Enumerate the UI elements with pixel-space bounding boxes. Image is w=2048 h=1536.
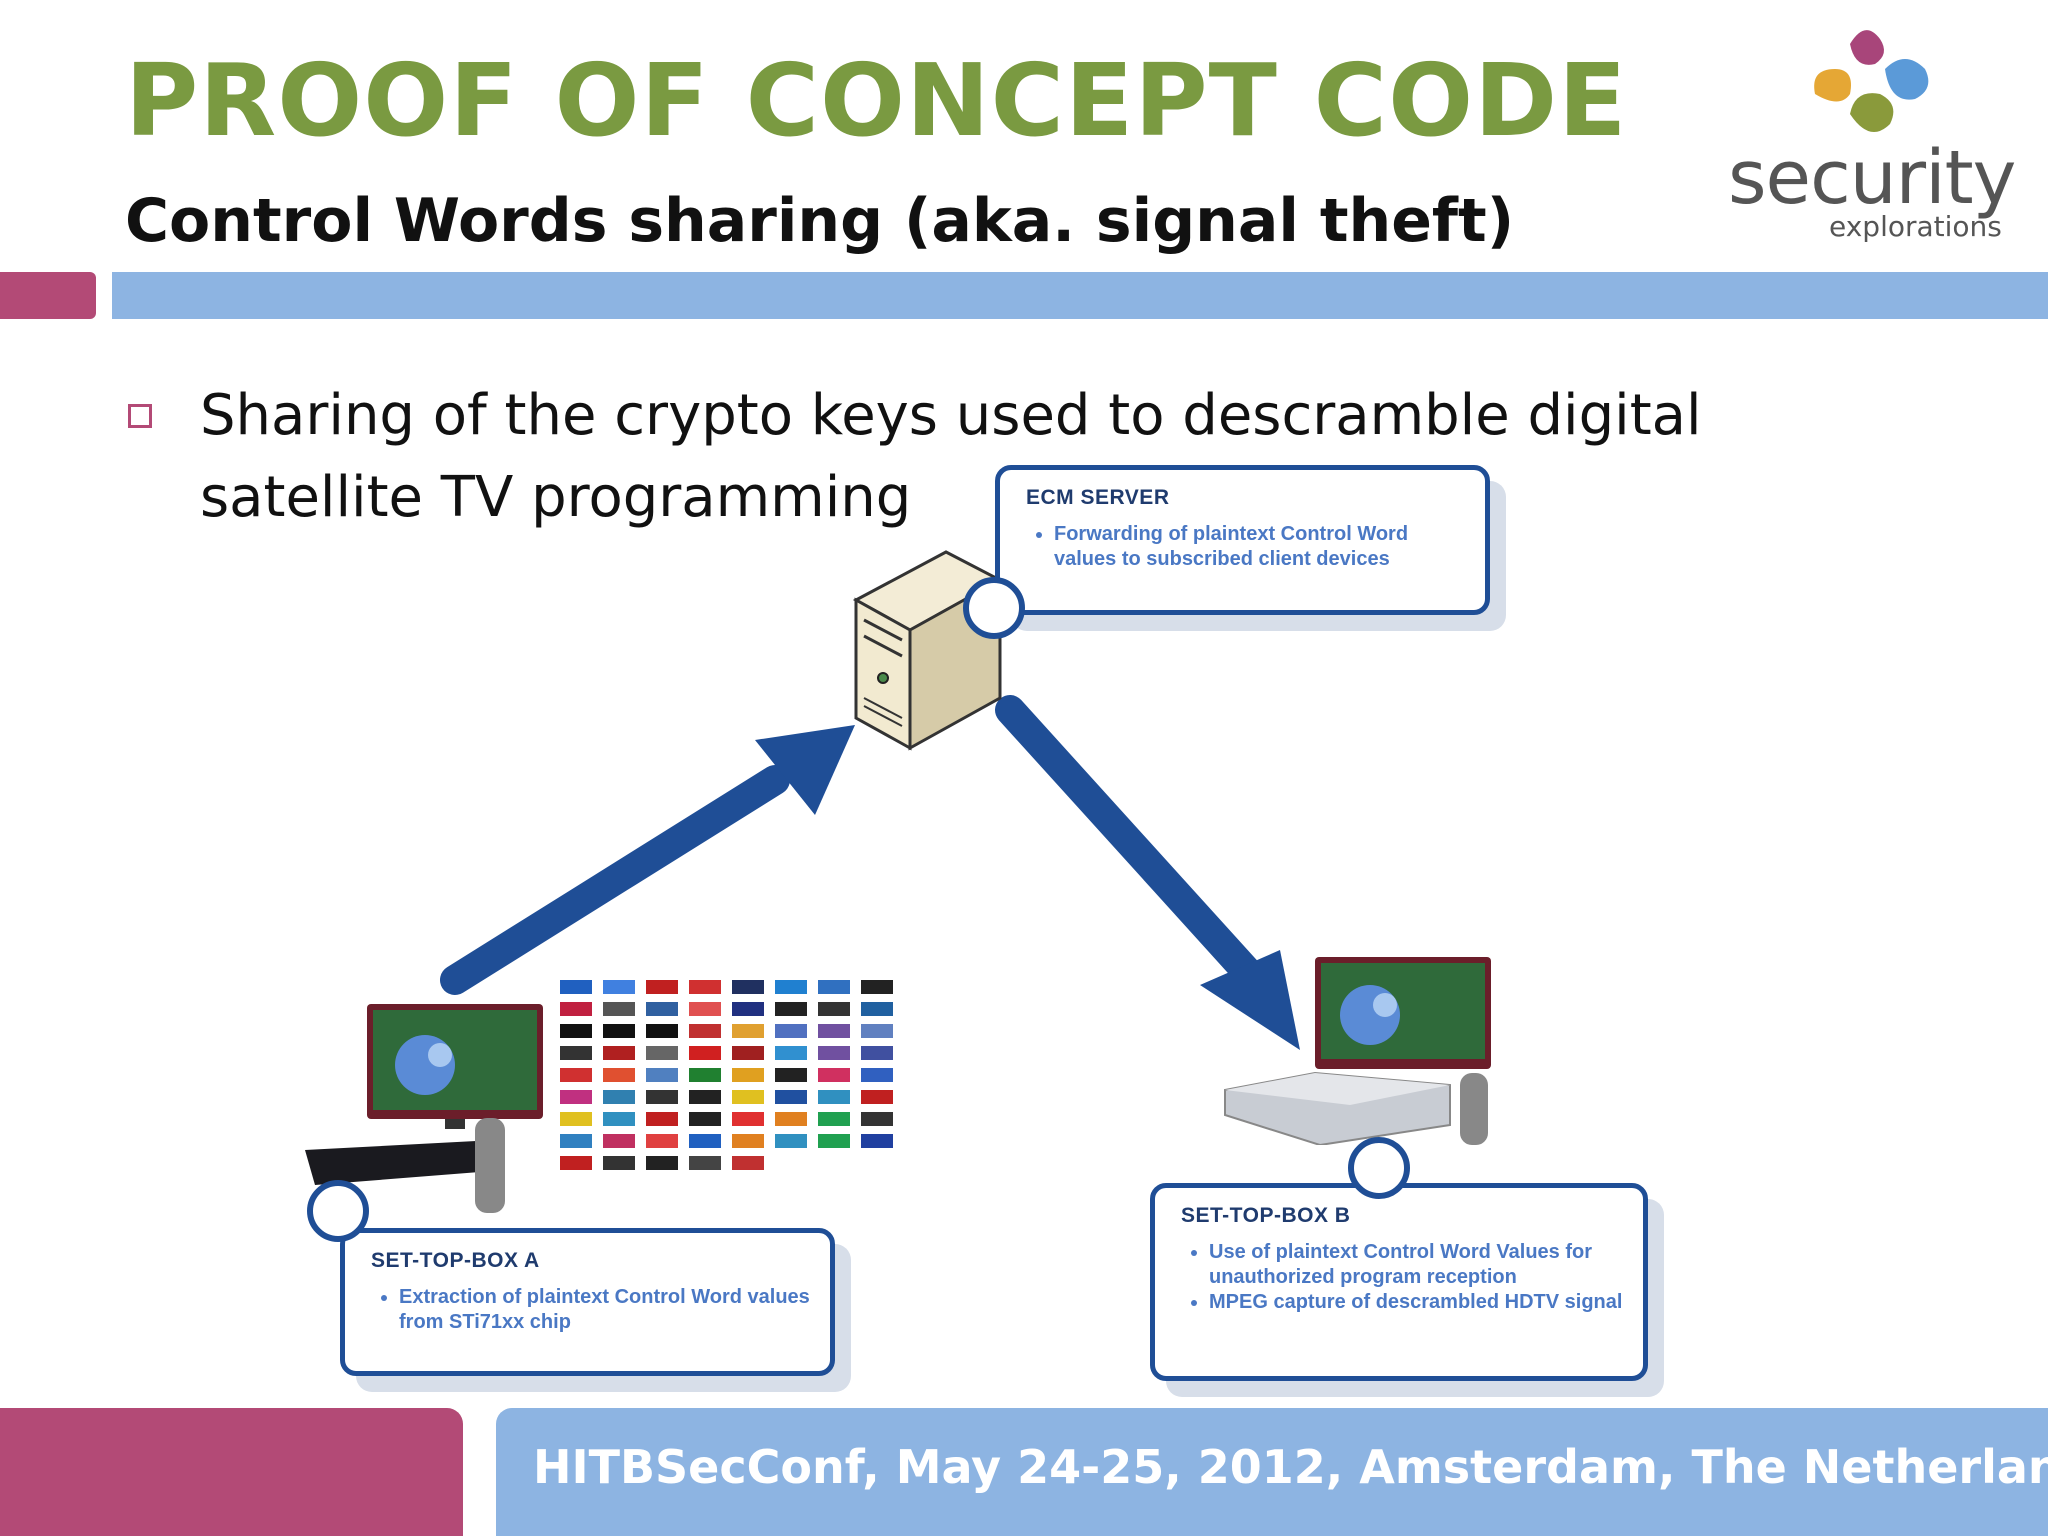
- bullet-text: Sharing of the crypto keys used to descr…: [200, 383, 1702, 530]
- set-top-box-b-item: MPEG capture of descrambled HDTV signal: [1209, 1290, 1623, 1315]
- set-top-box-a-title: SET-TOP-BOX A: [371, 1249, 540, 1272]
- set-top-box-b-callout: SET-TOP-BOX B Use of plaintext Control W…: [1150, 1183, 1648, 1381]
- footer-accent-blue: [496, 1408, 2048, 1536]
- slide-title: PROOF OF CONCEPT CODE: [125, 42, 1628, 159]
- logo-tagline: explorations: [1829, 210, 2002, 243]
- set-top-box-b-connector-circle: [1348, 1137, 1410, 1199]
- bullet-square-icon: [128, 404, 152, 428]
- ecm-server-item: Forwarding of plaintext Control Word val…: [1054, 522, 1465, 572]
- set-top-box-a-item: Extraction of plaintext Control Word val…: [399, 1285, 810, 1335]
- footer-conference-text: HITBSecConf, May 24-25, 2012, Amsterdam,…: [533, 1440, 2048, 1494]
- set-top-box-a-device: [305, 1004, 543, 1213]
- footer-accent-pink: [0, 1408, 463, 1536]
- set-top-box-b-device: [1224, 957, 1491, 1145]
- slide-subtitle: Control Words sharing (aka. signal theft…: [125, 186, 1515, 256]
- ecm-server-callout: ECM SERVER Forwarding of plaintext Contr…: [995, 465, 1490, 615]
- header-accent-pink: [0, 272, 96, 319]
- logo-wordmark: security: [1728, 135, 2016, 221]
- set-top-box-b-title: SET-TOP-BOX B: [1181, 1204, 1351, 1227]
- ecm-server-connector-circle: [963, 577, 1025, 639]
- channel-logos: [555, 975, 905, 1185]
- security-explorations-logo: [1814, 30, 1929, 132]
- header-accent-blue: [112, 272, 2048, 319]
- ecm-server-title: ECM SERVER: [1026, 486, 1170, 509]
- set-top-box-a-connector-circle: [307, 1180, 369, 1242]
- set-top-box-a-callout: SET-TOP-BOX A Extraction of plaintext Co…: [340, 1228, 835, 1376]
- set-top-box-b-item: Use of plaintext Control Word Values for…: [1209, 1240, 1623, 1290]
